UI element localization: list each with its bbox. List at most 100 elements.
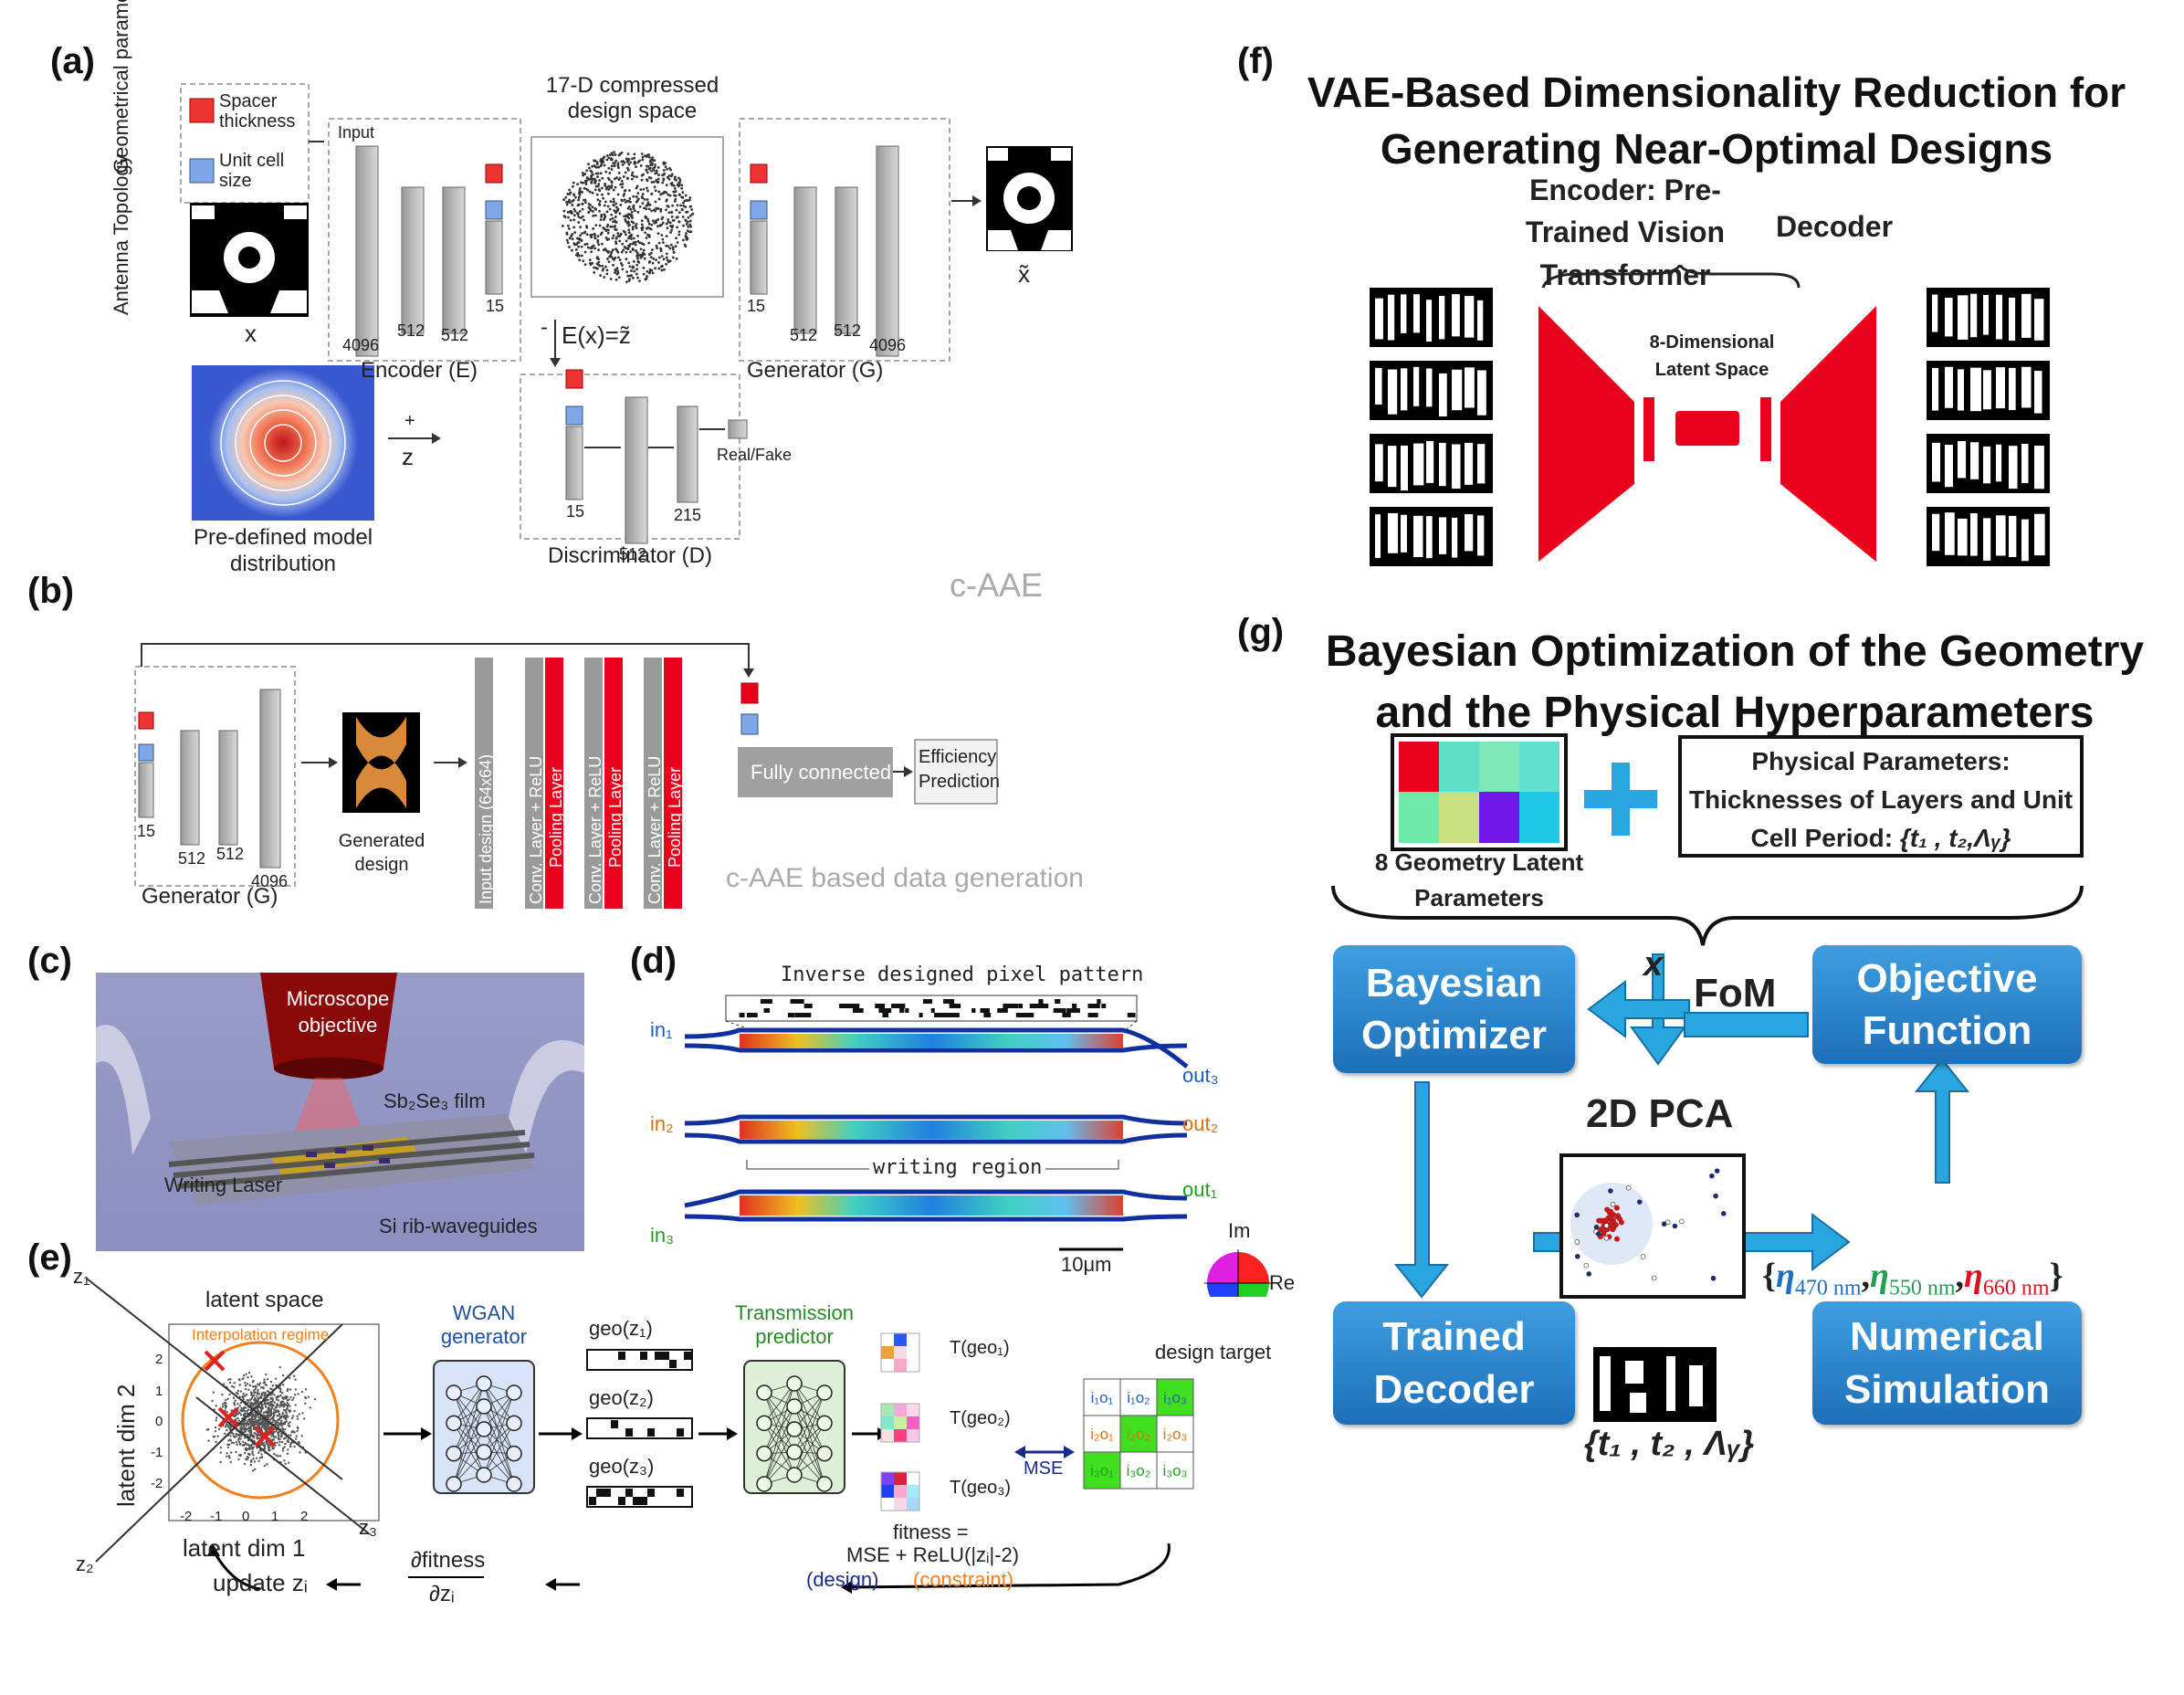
target-cell-label: i₃o₂ xyxy=(1127,1462,1151,1479)
scatter-point xyxy=(654,200,657,204)
latent-point xyxy=(221,1403,225,1405)
scatter-point xyxy=(631,216,634,219)
latent-point xyxy=(249,1435,252,1437)
latent-point xyxy=(294,1378,297,1381)
latent-point xyxy=(228,1393,231,1396)
scatter-point xyxy=(682,224,685,227)
decoder-shape xyxy=(1780,306,1876,562)
encoder-shape xyxy=(1538,306,1634,562)
scatter-point xyxy=(614,202,618,205)
scatter-point xyxy=(580,254,583,258)
latent-point xyxy=(307,1395,310,1398)
scatter-point xyxy=(589,208,593,212)
scatter-point xyxy=(585,179,589,183)
scatter-point xyxy=(583,218,585,222)
scatter-point xyxy=(660,255,664,258)
output-designs xyxy=(1927,288,2050,566)
latent-point xyxy=(249,1401,253,1405)
scatter-point xyxy=(647,241,651,245)
geo3-label: geo(z₃) xyxy=(589,1455,655,1478)
scatter-point xyxy=(635,199,639,203)
pca-point xyxy=(1613,1205,1620,1211)
latent-point xyxy=(219,1460,222,1464)
nn-node xyxy=(476,1398,492,1415)
wgan-network-icon xyxy=(446,1375,522,1492)
scatter-point xyxy=(592,226,595,230)
scatter-point xyxy=(608,172,612,174)
scatter-point xyxy=(661,181,665,184)
scatter-point xyxy=(604,265,607,268)
scatter-point xyxy=(651,261,655,265)
pca-point xyxy=(1610,1212,1616,1218)
scatter-point xyxy=(630,174,634,177)
scatter-point xyxy=(636,161,640,163)
scatter-point xyxy=(635,184,639,188)
scatter-point xyxy=(629,250,632,254)
scatter-point xyxy=(659,249,663,252)
scatter-point xyxy=(605,153,609,157)
f-decoder-label: Decoder xyxy=(1776,210,1894,243)
scatter-point xyxy=(616,256,620,259)
scatter-point xyxy=(615,272,619,275)
thumb-stripe xyxy=(1401,445,1408,491)
pca-point xyxy=(1609,1218,1615,1225)
generated-design-image xyxy=(342,712,420,813)
scatter-point xyxy=(627,158,631,162)
latent-point xyxy=(295,1435,298,1437)
out2-label: out₂ xyxy=(1182,1112,1219,1135)
scatter-point xyxy=(588,261,592,265)
scatter-point xyxy=(614,216,617,218)
scatter-point xyxy=(649,176,653,180)
scatter-point xyxy=(616,207,620,211)
thumb-stripe xyxy=(1375,298,1383,340)
scatter-point xyxy=(651,167,655,170)
latent-point xyxy=(242,1392,245,1395)
latent-point xyxy=(237,1440,241,1444)
latent-point xyxy=(287,1387,289,1391)
latent-point xyxy=(236,1416,239,1420)
scatter-point xyxy=(655,244,658,247)
scatter-point xyxy=(599,164,603,168)
latent-point xyxy=(253,1394,256,1397)
scatter-point xyxy=(637,260,641,264)
scatter-point xyxy=(632,237,635,240)
scatter-point xyxy=(650,223,654,226)
latent-point xyxy=(247,1371,251,1374)
latent-point xyxy=(286,1452,289,1455)
panel-b-label: (b) xyxy=(27,571,75,611)
eta-470: η xyxy=(1775,1257,1795,1295)
latent-point xyxy=(286,1401,289,1404)
target-cell-label: i₃o₃ xyxy=(1162,1462,1187,1479)
latent-point xyxy=(244,1441,247,1445)
pca-point xyxy=(1603,1223,1610,1228)
scatter-point xyxy=(594,224,598,227)
scatter-point xyxy=(563,216,567,219)
scatter-point xyxy=(596,198,600,202)
unit-cell-size-label: Unit cell size xyxy=(219,151,285,191)
scatter-point xyxy=(680,186,684,190)
scatter-point xyxy=(685,223,688,226)
latent-point xyxy=(276,1441,278,1445)
latent-point xyxy=(271,1448,274,1450)
latent-point xyxy=(296,1417,299,1420)
thumb-stripe xyxy=(1452,294,1460,337)
latent-point xyxy=(264,1391,267,1395)
latent-point xyxy=(249,1417,252,1420)
pattern-pixel xyxy=(747,1013,758,1017)
scatter-point xyxy=(650,192,654,195)
latent-point xyxy=(257,1401,259,1405)
scatter-point xyxy=(671,256,675,259)
thumb-stripe xyxy=(1996,444,2002,482)
nn-node xyxy=(816,1445,833,1462)
scatter-point xyxy=(611,237,614,240)
scatter-point xyxy=(661,221,665,225)
panel-g-figure xyxy=(1331,733,2084,1422)
encoder-layer-1 xyxy=(355,145,379,357)
nn-edge xyxy=(763,1383,795,1454)
scatter-point xyxy=(677,176,680,180)
scatter-point xyxy=(654,172,657,175)
scatter-point xyxy=(667,245,670,248)
latent-point xyxy=(298,1413,301,1416)
scatter-point xyxy=(591,192,594,195)
scatter-point xyxy=(568,246,571,248)
